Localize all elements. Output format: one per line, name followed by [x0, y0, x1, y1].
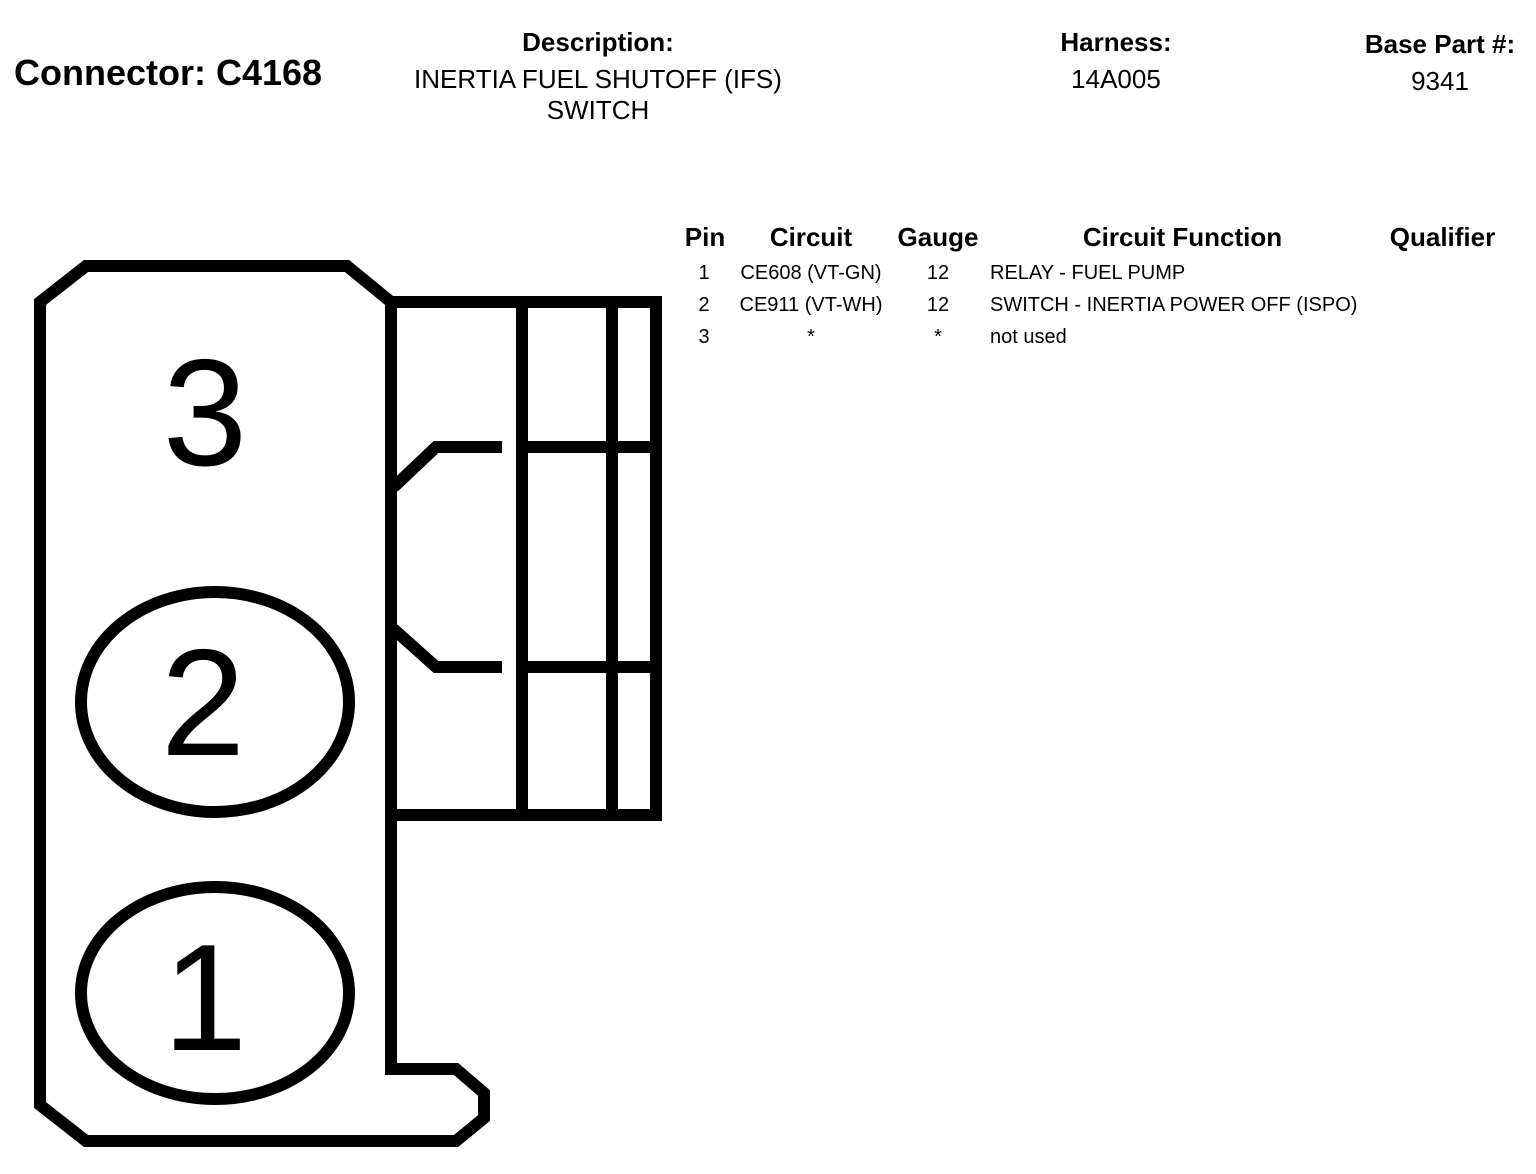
connector-title: Connector: C4168: [14, 52, 323, 93]
pin-cell: 2: [698, 294, 710, 316]
harness-label: Harness:: [1060, 27, 1172, 57]
gauge-cell: *: [934, 326, 942, 348]
column-header-qualifier: Qualifier: [1389, 222, 1496, 252]
circuit-cell: CE911 (VT-WH): [739, 294, 883, 316]
description-line-2: SWITCH: [546, 95, 650, 125]
column-header-circuit-function: Circuit Function: [1082, 222, 1283, 252]
gauge-cell: 12: [926, 262, 950, 284]
connector-face-diagram: 3 2 1: [34, 260, 662, 1147]
base-part-label: Base Part #:: [1364, 29, 1516, 59]
pin-3-label: 3: [163, 328, 248, 498]
column-header-pin: Pin: [684, 222, 726, 252]
circuit-cell: *: [807, 326, 815, 348]
latch-arm-lower: [389, 624, 502, 673]
harness-value: 14A005: [1071, 64, 1161, 94]
pin-cell: 1: [698, 262, 710, 284]
table-row: 2 CE911 (VT-WH) 12 SWITCH - INERTIA POWE…: [0, 294, 1536, 324]
table-row: 3 * * not used: [0, 326, 1536, 356]
pin-2-cavity: [75, 586, 355, 818]
pin-2-label: 2: [161, 618, 246, 788]
latch-arm-upper: [389, 441, 502, 492]
gauge-cell: 12: [926, 294, 950, 316]
function-cell: not used: [990, 326, 1067, 348]
column-header-gauge: Gauge: [897, 222, 979, 252]
description-value: INERTIA FUEL SHUTOFF (IFS) SWITCH: [398, 64, 798, 126]
base-part-value: 9341: [1411, 66, 1469, 96]
function-cell: SWITCH - INERTIA POWER OFF (ISPO): [990, 294, 1358, 316]
pin-1-cavity: [75, 881, 355, 1105]
description-line-1: INERTIA FUEL SHUTOFF (IFS): [414, 64, 782, 94]
pin-cell: 3: [698, 326, 710, 348]
circuit-cell: CE608 (VT-GN): [740, 262, 882, 284]
description-label: Description:: [522, 27, 674, 57]
connector-housing-outline: [34, 260, 490, 1147]
function-cell: RELAY - FUEL PUMP: [990, 262, 1186, 284]
table-row: 1 CE608 (VT-GN) 12 RELAY - FUEL PUMP: [0, 262, 1536, 292]
pin-1-label: 1: [163, 913, 248, 1083]
column-header-circuit: Circuit: [769, 222, 853, 252]
